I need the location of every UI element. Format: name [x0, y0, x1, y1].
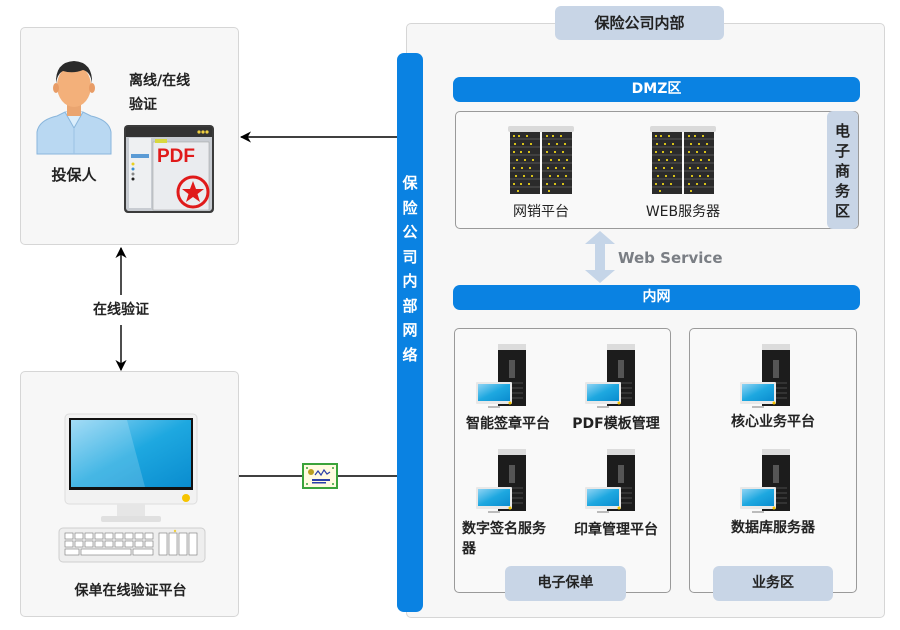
server-label-web-server: WEB服务器: [645, 204, 721, 220]
server-label-digital-signature: 数字签名服务器: [462, 521, 546, 557]
dmz-bar: DMZ区: [453, 77, 860, 102]
pdf-document-icon: PDF: [123, 124, 215, 214]
ecommerce-zone-char: 务: [834, 182, 850, 200]
rack-server-icon: [508, 126, 574, 196]
internal-network-label: 保 险 公 司 内 部 网 络: [397, 171, 423, 367]
ecommerce-zone-char: 区: [834, 202, 850, 220]
tower-server-icon: [738, 447, 798, 517]
online-verify-label: 在线验证: [80, 299, 162, 319]
verify-platform-panel: 保单在线验证平台: [20, 371, 239, 617]
red-star-seal-icon: [176, 175, 210, 209]
tower-server-icon: [738, 342, 798, 412]
internal-network-bar: 保 险 公 司 内 部 网 络: [397, 53, 423, 612]
person-icon: [36, 61, 112, 155]
server-label-pdf-template: PDF模板管理: [572, 416, 660, 432]
bidirectional-arrow-icon: [585, 231, 615, 283]
ecommerce-zone-tag: 电 子 商 务 区: [827, 111, 858, 229]
ecommerce-zone-char: 商: [834, 162, 850, 180]
policyholder-panel: 投保人 离线/在线 验证 PDF: [20, 27, 239, 245]
verify-platform-label: 保单在线验证平台: [74, 583, 187, 599]
server-label-online-sales: 网销平台: [513, 204, 569, 220]
tower-server-icon: [583, 447, 643, 517]
internal-network-char: 险: [402, 198, 418, 217]
server-label-database: 数据库服务器: [731, 520, 815, 536]
web-service-label: Web Service: [618, 249, 723, 267]
tower-server-icon: [474, 447, 534, 517]
server-label-core-business: 核心业务平台: [731, 414, 815, 430]
ecommerce-zone-char: 子: [834, 142, 850, 160]
company-internal-title: 保险公司内部: [555, 6, 724, 40]
verify-label-line2: 验证: [129, 97, 157, 113]
internal-network-char: 络: [402, 345, 418, 364]
tower-server-icon: [583, 342, 643, 412]
pdf-icon-text: PDF: [157, 146, 195, 167]
intranet-bar: 内网: [453, 285, 860, 310]
verify-label-line1: 离线/在线: [129, 73, 191, 89]
business-zone-tag: 业务区: [713, 566, 833, 601]
policyholder-label: 投保人: [51, 166, 97, 184]
internal-network-char: 保: [402, 174, 418, 192]
certificate-icon: [302, 463, 338, 489]
internal-network-char: 网: [402, 321, 418, 339]
internal-network-char: 部: [402, 296, 418, 315]
rack-server-icon: [650, 126, 716, 196]
internal-network-char: 公: [402, 223, 418, 241]
internal-network-char: 司: [402, 247, 418, 266]
server-label-seal-management: 印章管理平台: [574, 522, 658, 538]
internal-network-char: 内: [402, 272, 418, 290]
desktop-computer-icon: [58, 413, 206, 563]
tower-server-icon: [474, 342, 534, 412]
e-policy-zone-tag: 电子保单: [505, 566, 626, 601]
ecommerce-zone-char: 电: [834, 122, 850, 140]
server-label-smart-seal: 智能签章平台: [466, 416, 550, 432]
